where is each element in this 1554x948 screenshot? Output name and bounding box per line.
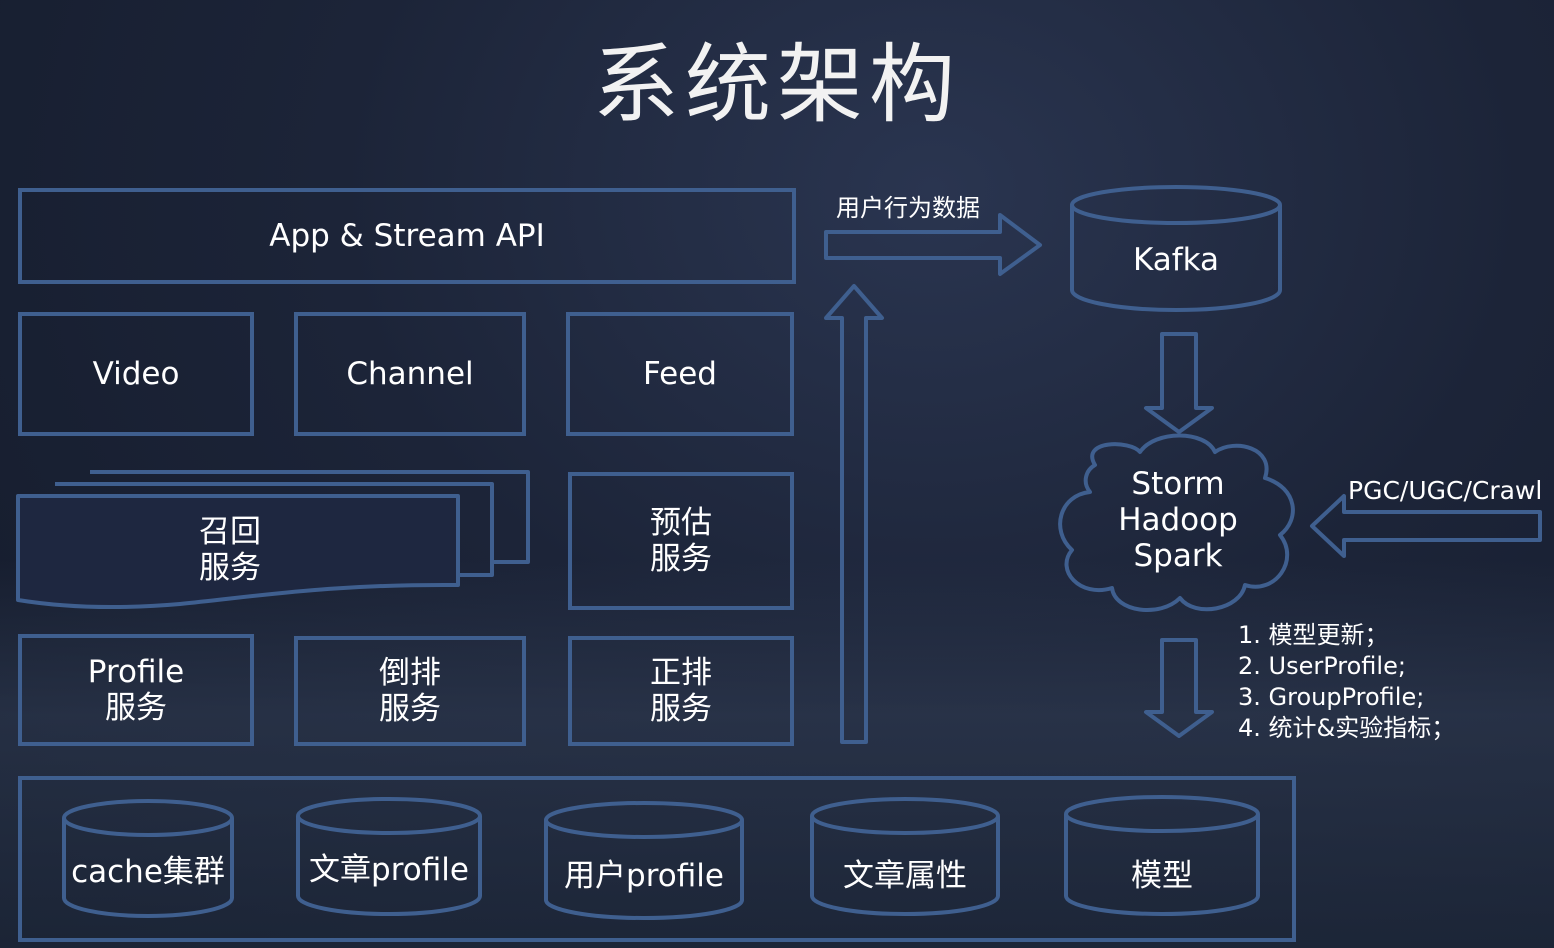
api-label: App & Stream API [269,218,545,254]
arrow-down-kafka-to-compute [1144,332,1214,434]
api-box: App & Stream API [18,188,796,284]
user-behavior-label: 用户行为数据 [836,194,980,222]
compute-cloud [1058,433,1295,613]
recall-service: 召回 服务 [60,505,400,595]
compute-labels: Storm Hadoop Spark [1078,466,1278,574]
recall-doc-back [90,470,530,564]
channel-service-box: Channel [294,312,526,436]
article-attributes-label: 文章属性 [843,857,967,894]
kafka-label: Kafka [1132,242,1220,278]
arrow-down-compute-to-storage [1144,638,1214,738]
recall-doc-middle [55,482,494,577]
forward-index-service-box: 正排 服务 [568,636,794,746]
estimate-service-box: 预估 服务 [568,472,794,610]
arrow-left-from-sources [1310,494,1542,558]
storm-label: Storm [1131,466,1225,502]
feed-label: Feed [643,356,717,392]
cache-cluster-label: cache集群 [71,853,225,890]
output-item: 1. 模型更新； [1238,621,1389,649]
video-service-box: Video [18,312,254,436]
forward-line2: 服务 [650,691,712,727]
output-item: 3. GroupProfile; [1238,683,1425,711]
forward-line1: 正排 [650,655,712,691]
recall-doc-front [16,494,460,609]
sources-label: PGC/UGC/Crawl [1348,476,1543,505]
user-profile-label: 用户profile [564,857,724,894]
profile-line1: Profile [87,654,185,690]
page-title: 系统架构 [593,35,961,135]
estimate-line1: 预估 [650,505,712,541]
storage-container [18,776,1296,942]
inverted-line1: 倒排 [379,655,441,691]
model-label: 模型 [1131,857,1193,894]
kafka-cylinder [1070,205,1282,312]
channel-label: Channel [346,356,474,392]
spark-label: Spark [1133,538,1223,574]
recall-line2: 服务 [199,550,261,586]
feed-service-box: Feed [566,312,794,436]
profile-line2: 服务 [104,690,167,726]
profile-service-box: Profile 服务 [18,634,254,746]
recall-line1: 召回 [199,514,261,550]
arrow-up [824,284,884,744]
output-item: 4. 统计&实验指标； [1238,714,1456,742]
estimate-line2: 服务 [650,541,712,577]
hadoop-label: Hadoop [1118,502,1238,538]
arrow-right-to-kafka [824,213,1042,276]
article-profile-label: 文章profile [309,851,469,888]
video-label: Video [92,356,180,392]
inverted-line2: 服务 [379,691,441,727]
inverted-index-service-box: 倒排 服务 [294,636,526,746]
output-list: 1. 模型更新； 2. UserProfile; 3. GroupProfile… [1238,620,1455,744]
output-item: 2. UserProfile; [1238,652,1406,680]
